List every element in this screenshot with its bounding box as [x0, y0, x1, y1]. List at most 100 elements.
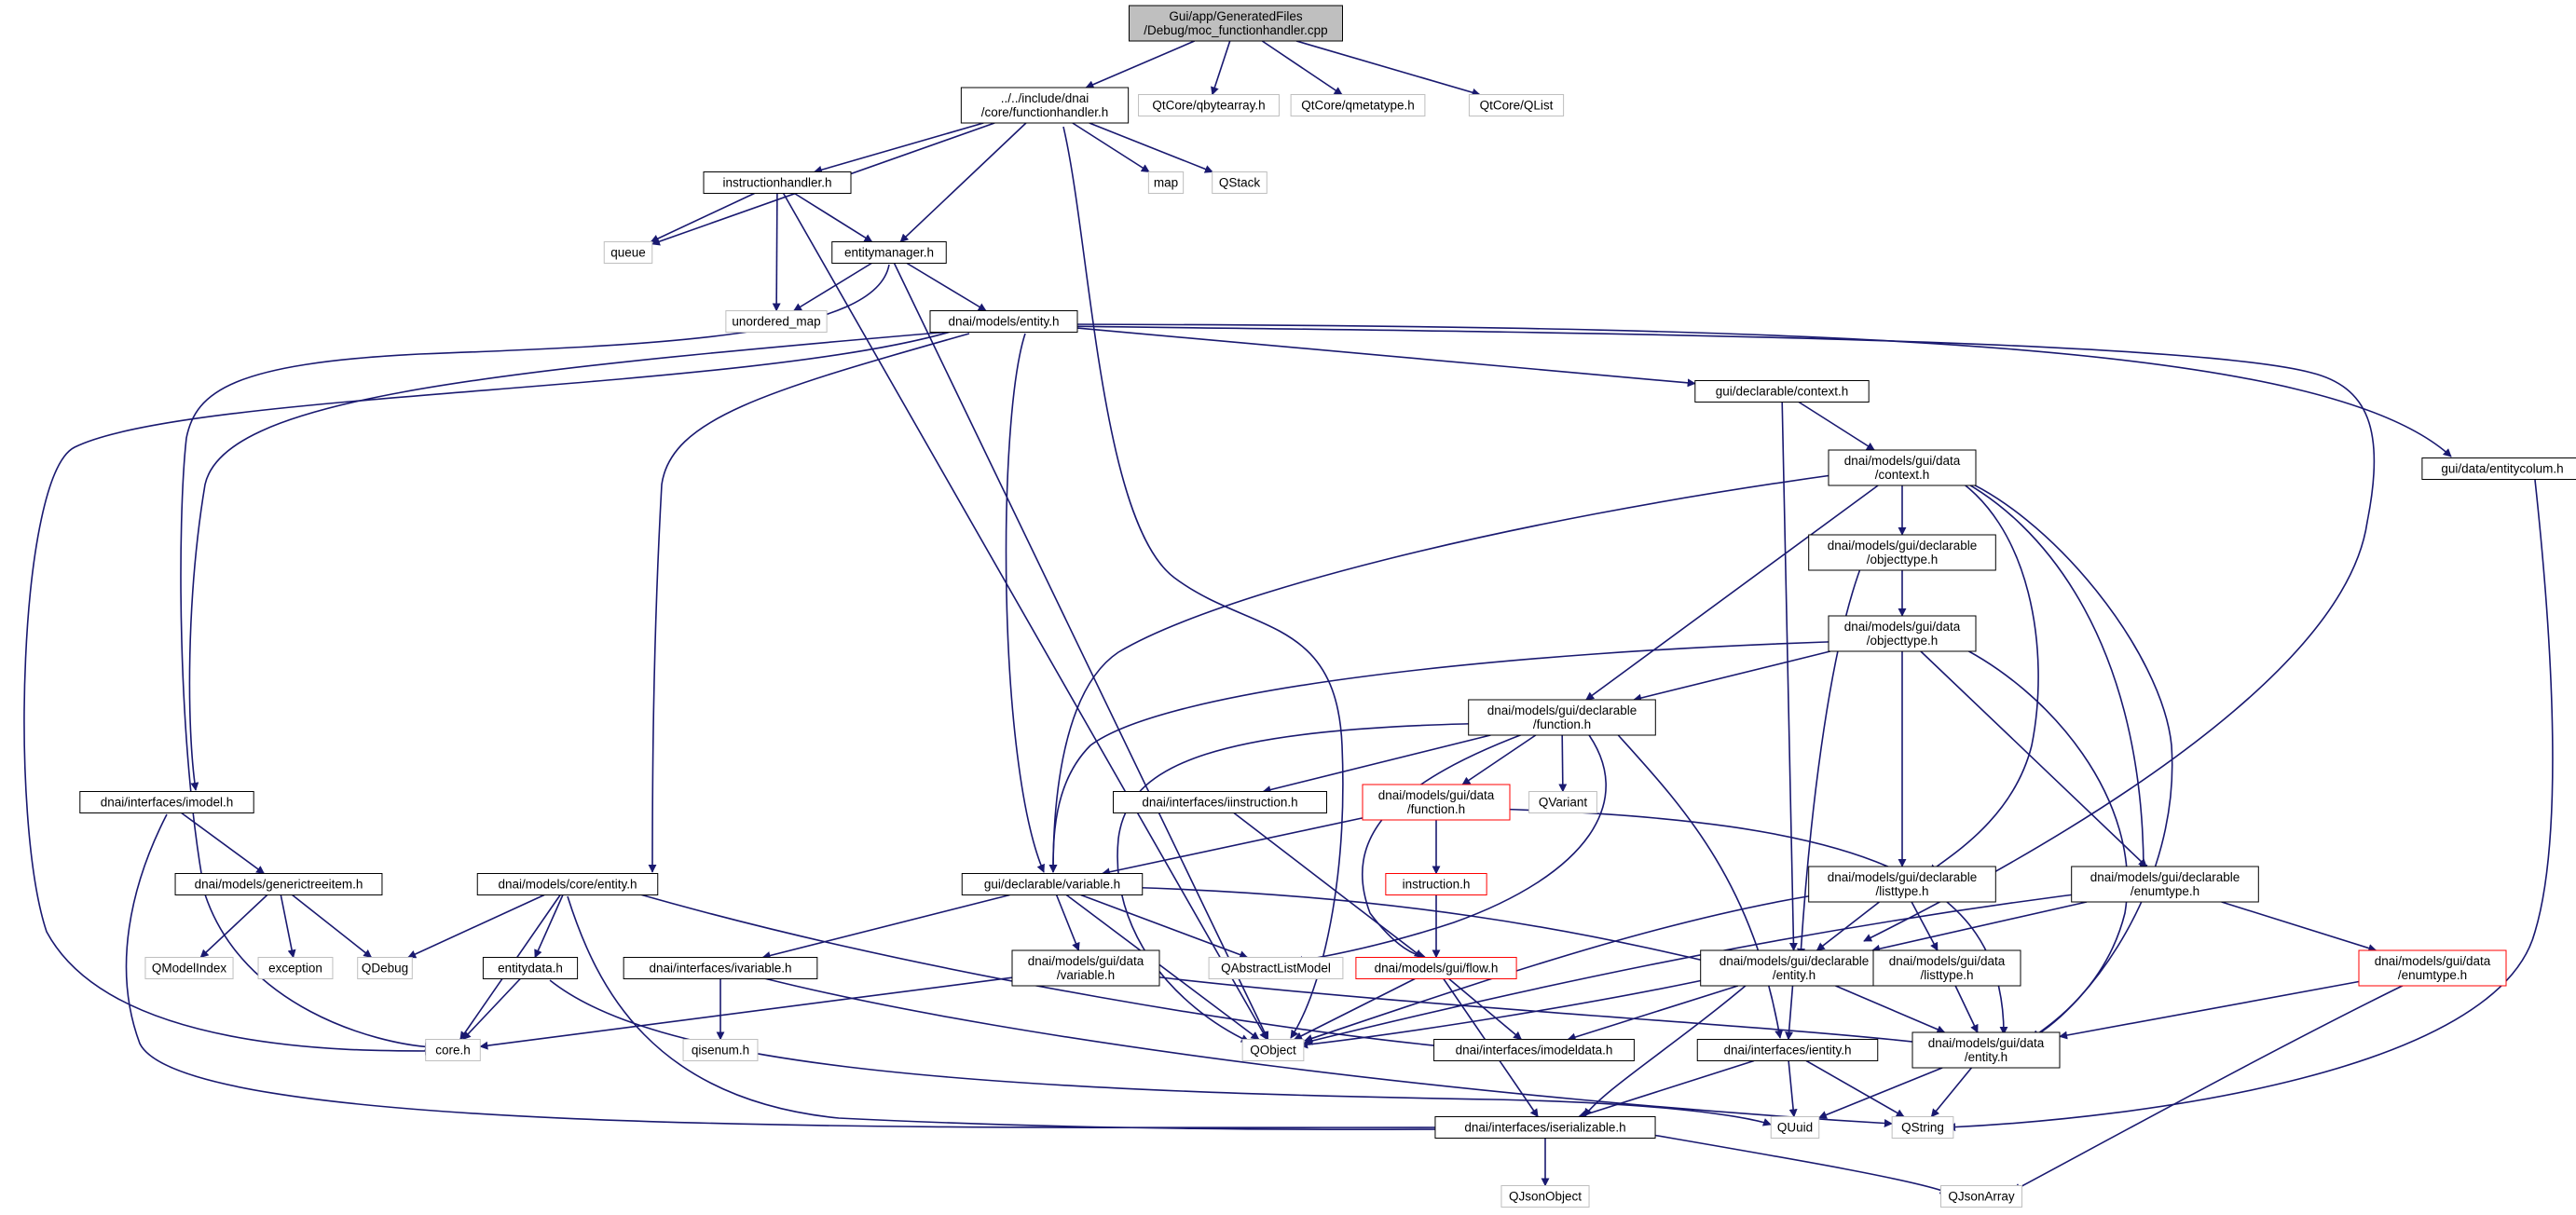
node-box	[1694, 380, 1870, 403]
node-iserializable[interactable]: dnai/interfaces/iserializable.h	[1434, 1116, 1656, 1139]
node-label: ../../include/dnai	[1001, 91, 1089, 105]
node-label: dnai/models/gui/data	[1889, 954, 2006, 968]
node-data-objecttype[interactable]: dnai/models/gui/data/objecttype.h	[1828, 615, 1977, 652]
node-label: entitydata.h	[498, 962, 563, 976]
node-data-context[interactable]: dnai/models/gui/data/context.h	[1828, 449, 1977, 486]
node-instructionhandler[interactable]: instructionhandler.h	[703, 171, 852, 194]
edge-data-variable-to-core-h	[479, 976, 1013, 1050]
node-decl-listtype[interactable]: dnai/models/gui/declarable/listtype.h	[1808, 866, 1996, 903]
node-box	[79, 791, 254, 813]
edge-decl-enumtype-to-qobject	[1304, 889, 2112, 1045]
node-map: map	[1147, 171, 1185, 194]
node-box	[2358, 949, 2507, 987]
node-decl-objecttype[interactable]: dnai/models/gui/declarable/objecttype.h	[1808, 534, 1996, 571]
node-box	[1828, 615, 1977, 652]
node-label: qisenum.h	[692, 1044, 749, 1058]
node-box	[1212, 171, 1267, 194]
node-box	[1808, 866, 1996, 903]
node-flow[interactable]: dnai/models/gui/flow.h	[1355, 957, 1517, 979]
node-decl-context[interactable]: gui/declarable/context.h	[1694, 380, 1870, 403]
node-box	[1500, 1185, 1590, 1208]
node-box	[1208, 957, 1344, 979]
node-label: /entity.h	[1965, 1050, 2007, 1064]
node-label: queue	[610, 246, 646, 260]
node-label: dnai/models/gui/data	[2375, 954, 2491, 968]
node-label: QStack	[1219, 176, 1261, 190]
node-decl-function[interactable]: dnai/models/gui/declarable/function.h	[1468, 699, 1656, 736]
node-label: /listtype.h	[1920, 968, 1973, 982]
edge-entitydata-to-core-h	[462, 977, 521, 1041]
node-label: QJsonObject	[1509, 1190, 1582, 1204]
node-iinstruction[interactable]: dnai/interfaces/iinstruction.h	[1113, 791, 1327, 813]
node-unordered-map: unordered_map	[725, 310, 828, 333]
node-label: /enumtype.h	[2131, 884, 2199, 898]
node-label: dnai/interfaces/imodel.h	[101, 796, 234, 810]
node-data-entitycolum[interactable]: gui/data/entitycolum.h	[2421, 457, 2576, 480]
node-queue: queue	[603, 241, 653, 264]
node-root[interactable]: Gui/app/GeneratedFiles/Debug/moc_functio…	[1129, 5, 1343, 42]
node-ivariable[interactable]: dnai/interfaces/ivariable.h	[623, 957, 818, 979]
node-label: QUuid	[1777, 1121, 1813, 1135]
node-box	[623, 957, 818, 979]
node-label: QJsonArray	[1948, 1190, 2015, 1204]
node-decl-enumtype[interactable]: dnai/models/gui/declarable/enumtype.h	[2071, 866, 2259, 903]
node-box	[1940, 1185, 2022, 1208]
edge-functionhandler-to-qstack	[1089, 122, 1213, 173]
node-box	[1355, 957, 1517, 979]
node-label: dnai/interfaces/ientity.h	[1723, 1044, 1851, 1058]
nodes-layer: Gui/app/GeneratedFiles/Debug/moc_functio…	[79, 5, 2576, 1208]
node-label: /enumtype.h	[2398, 968, 2467, 982]
node-data-variable[interactable]: dnai/models/gui/data/variable.h	[1011, 949, 1160, 987]
node-models-entity[interactable]: dnai/models/entity.h	[929, 310, 1078, 333]
node-exception: exception	[257, 957, 334, 979]
node-box	[831, 241, 947, 264]
edge-data-entitycolum-to-qstring	[1947, 479, 2554, 1132]
node-label: gui/declarable/context.h	[1716, 385, 1849, 399]
edge-generictreeitem-to-qdebug	[292, 894, 373, 959]
node-label: /entity.h	[1773, 968, 1816, 982]
node-label: dnai/models/generictreeitem.h	[195, 878, 363, 892]
edge-data-context-to-decl-variable	[1048, 472, 1846, 873]
node-label: map	[1154, 176, 1178, 190]
node-qlist: QtCore/QList	[1468, 94, 1565, 116]
node-box	[1385, 873, 1487, 895]
node-label: dnai/models/gui/data	[1844, 620, 1961, 634]
node-data-listtype[interactable]: dnai/models/gui/data/listtype.h	[1872, 949, 2021, 987]
node-label: dnai/models/gui/flow.h	[1375, 962, 1499, 976]
edge-iserializable-to-qjsonarray	[1630, 1130, 1949, 1195]
node-imodel[interactable]: dnai/interfaces/imodel.h	[79, 791, 254, 813]
node-entitymanager[interactable]: entitymanager.h	[831, 241, 947, 264]
edge-models-entity-to-decl-variable	[1005, 333, 1045, 873]
node-decl-variable[interactable]: gui/declarable/variable.h	[961, 873, 1144, 895]
node-label: /function.h	[1407, 802, 1465, 816]
node-label: dnai/interfaces/ivariable.h	[649, 962, 791, 976]
node-generictreeitem[interactable]: dnai/models/generictreeitem.h	[174, 873, 383, 895]
node-label: core.h	[435, 1044, 471, 1058]
node-entitydata[interactable]: entitydata.h	[482, 957, 579, 979]
node-ientity[interactable]: dnai/interfaces/ientity.h	[1696, 1039, 1879, 1061]
node-qisenum: qisenum.h	[682, 1039, 759, 1061]
node-label: /variable.h	[1057, 968, 1115, 982]
node-data-function[interactable]: dnai/models/gui/data/function.h	[1362, 784, 1511, 821]
edge-models-entity-to-core-entity	[648, 333, 970, 873]
node-box	[425, 1039, 481, 1061]
edge-data-context-to-decl-listtype	[1928, 472, 2039, 873]
node-instruction[interactable]: instruction.h	[1385, 873, 1487, 895]
node-data-enumtype[interactable]: dnai/models/gui/data/enumtype.h	[2358, 949, 2507, 987]
node-data-entity[interactable]: dnai/models/gui/data/entity.h	[1911, 1031, 2061, 1069]
node-quuid: QUuid	[1770, 1116, 1820, 1139]
node-functionhandler[interactable]: ../../include/dnai/core/functionhandler.…	[960, 87, 1130, 124]
node-label: QString	[1901, 1121, 1944, 1135]
edge-ientity-to-iserializable	[1578, 1059, 1755, 1119]
edge-data-objecttype-to-decl-function	[1633, 650, 1831, 703]
node-core-entity[interactable]: dnai/models/core/entity.h	[476, 873, 659, 895]
edge-decl-function-to-iinstruction	[1262, 734, 1491, 794]
node-decl-entity[interactable]: dnai/models/gui/declarable/entity.h	[1700, 949, 1888, 987]
edge-ivariable-to-qstring	[763, 977, 1893, 1128]
node-label: dnai/models/gui/declarable	[1828, 870, 1978, 884]
edge-data-function-to-decl-variable	[1101, 817, 1363, 877]
node-box	[1891, 1116, 1954, 1139]
node-label: QObject	[1250, 1044, 1296, 1058]
node-imodeldata[interactable]: dnai/interfaces/imodeldata.h	[1433, 1039, 1635, 1061]
